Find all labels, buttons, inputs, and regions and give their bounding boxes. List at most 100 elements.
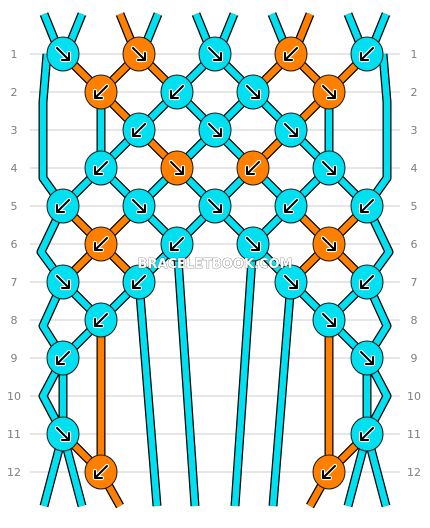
- knot-arrow-icon: [284, 275, 298, 289]
- knot-arrow-icon: [56, 427, 70, 441]
- knot: [84, 74, 118, 110]
- row-number-right: 5: [411, 200, 418, 213]
- row-number-right: 3: [411, 124, 418, 137]
- knot: [274, 264, 308, 300]
- row-number-right: 7: [411, 276, 418, 289]
- bottom-strand-label: B: [307, 511, 314, 521]
- watermark-text: BRACELETBOOK.COM: [138, 257, 293, 272]
- knot: [274, 36, 308, 72]
- knot-arrow-icon: [170, 161, 184, 175]
- knot: [160, 150, 194, 186]
- knot: [236, 74, 270, 110]
- bottom-strand-label: B: [117, 511, 124, 521]
- top-strand-label: A: [231, 6, 238, 16]
- strand: [269, 281, 295, 507]
- knot-arrow-icon: [284, 47, 298, 61]
- knot-arrow-icon: [246, 237, 260, 251]
- top-strand-label: A: [307, 6, 314, 16]
- strand: [364, 53, 391, 208]
- knots-layer: [46, 36, 384, 490]
- knot-arrow-icon: [56, 351, 70, 365]
- knot-arrow-icon: [360, 47, 374, 61]
- knot-arrow-icon: [94, 313, 108, 327]
- knot: [160, 74, 194, 110]
- knot: [236, 226, 270, 262]
- knot-arrow-icon: [284, 123, 298, 137]
- knot-arrow-icon: [170, 85, 184, 99]
- row-number-right: 10: [407, 390, 421, 403]
- knot-arrow-icon: [56, 275, 70, 289]
- bottom-strand-label: A: [41, 511, 48, 521]
- knot-arrow-icon: [284, 199, 298, 213]
- bottom-strand-label: A: [155, 511, 162, 521]
- knot-arrow-icon: [208, 123, 222, 137]
- strand: [173, 243, 199, 507]
- bottom-strand-label: A: [79, 511, 86, 521]
- row-number-left: 8: [11, 314, 18, 327]
- knot: [46, 416, 80, 452]
- knot-arrow-icon: [132, 123, 146, 137]
- knot: [122, 188, 156, 224]
- knot: [46, 188, 80, 224]
- knot: [350, 264, 384, 300]
- knot-arrow-icon: [246, 85, 260, 99]
- knot-arrow-icon: [322, 465, 336, 479]
- bottom-strand-label: A: [383, 511, 390, 521]
- row-number-left: 3: [11, 124, 18, 137]
- strand: [231, 243, 257, 507]
- knot: [274, 188, 308, 224]
- knot: [350, 416, 384, 452]
- row-number-left: 10: [7, 390, 21, 403]
- top-strand-label: A: [155, 6, 162, 16]
- knot: [46, 264, 80, 300]
- knot: [312, 302, 346, 338]
- knot-arrow-icon: [246, 161, 260, 175]
- row-number-right: 11: [407, 428, 421, 441]
- row-number-left: 9: [11, 352, 18, 365]
- knot: [122, 36, 156, 72]
- row-number-left: 4: [11, 162, 18, 175]
- strand: [37, 204, 67, 436]
- knot: [122, 112, 156, 148]
- knot: [84, 454, 118, 490]
- knot-arrow-icon: [322, 85, 336, 99]
- knot-arrow-icon: [322, 313, 336, 327]
- knot: [274, 112, 308, 148]
- row-number-right: 4: [411, 162, 418, 175]
- row-number-right: 1: [411, 48, 418, 61]
- knot: [122, 264, 156, 300]
- knot-arrow-icon: [132, 199, 146, 213]
- knot: [198, 188, 232, 224]
- row-number-right: 2: [411, 86, 418, 99]
- knot: [350, 340, 384, 376]
- row-number-right: 6: [411, 238, 418, 251]
- knot-arrow-icon: [94, 237, 108, 251]
- row-number-right: 9: [411, 352, 418, 365]
- row-number-left: 5: [11, 200, 18, 213]
- knot: [312, 150, 346, 186]
- knot: [46, 36, 80, 72]
- knot-arrow-icon: [322, 161, 336, 175]
- knot: [46, 340, 80, 376]
- top-strand-label: A: [41, 6, 48, 16]
- knot: [198, 112, 232, 148]
- knot: [84, 302, 118, 338]
- bottom-strand-label: A: [193, 511, 200, 521]
- knot-arrow-icon: [132, 275, 146, 289]
- knot-arrow-icon: [56, 199, 70, 213]
- row-number-left: 11: [7, 428, 21, 441]
- knot: [160, 226, 194, 262]
- strand: [363, 204, 393, 436]
- knot: [350, 188, 384, 224]
- knot-arrow-icon: [208, 199, 222, 213]
- row-number-right: 8: [411, 314, 418, 327]
- bottom-strand-label: A: [269, 511, 276, 521]
- knot-arrow-icon: [360, 427, 374, 441]
- row-number-left: 6: [11, 238, 18, 251]
- knot: [312, 74, 346, 110]
- knot-arrow-icon: [170, 237, 184, 251]
- knot: [198, 36, 232, 72]
- top-strand-label: A: [193, 6, 200, 16]
